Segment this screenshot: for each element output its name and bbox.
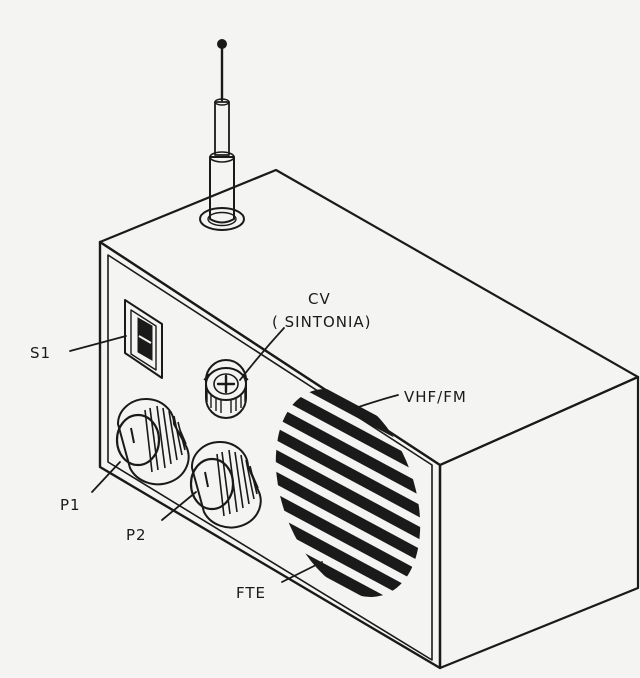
label-fte: FTE	[236, 584, 266, 602]
antenna-middle-section	[214, 101, 230, 156]
label-p1: P1	[60, 496, 81, 514]
leader-p2	[161, 491, 197, 521]
label-s1: S1	[30, 344, 51, 362]
label-sintonia: ( SINTONIA)	[272, 313, 372, 331]
leader-vhf	[349, 394, 399, 411]
leader-cv	[239, 327, 285, 381]
leader-fte	[281, 561, 323, 583]
label-p2: P2	[126, 526, 147, 544]
tuning-knob-cv	[203, 359, 249, 419]
knob-p2	[189, 441, 262, 529]
label-cv: CV	[308, 290, 331, 308]
antenna-base-ring	[199, 207, 245, 231]
antenna-lower-section	[209, 156, 235, 224]
knob-p1	[115, 398, 190, 486]
switch-s1	[124, 299, 163, 379]
cabinet-right-face	[438, 375, 640, 670]
leader-p1	[91, 461, 121, 493]
antenna	[199, 39, 245, 231]
speaker-slots	[249, 368, 447, 618]
leader-lines	[69, 327, 399, 583]
label-vhf-fm: VHF/FM	[404, 388, 467, 406]
leader-s1	[69, 335, 127, 352]
antenna-tip	[217, 39, 227, 49]
speaker-grille	[249, 368, 447, 618]
